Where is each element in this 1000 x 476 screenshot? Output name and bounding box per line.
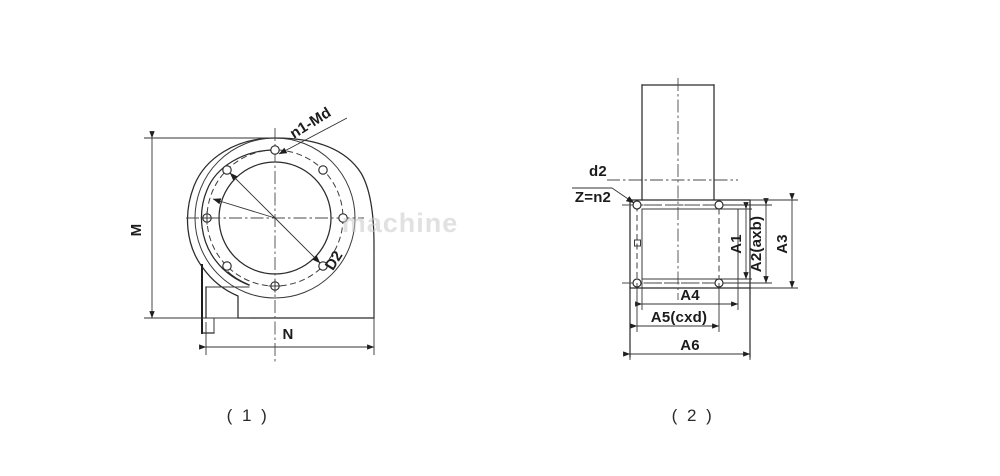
bolt-hole (318, 261, 328, 271)
label-z-n2: Z=n2 (575, 189, 611, 206)
bolt-hole (222, 261, 232, 271)
label-a3: A3 (774, 234, 791, 254)
label-m-height: M (128, 224, 145, 237)
bolt-hole (632, 200, 642, 210)
label-a4: A4 (680, 287, 700, 304)
watermark-text: machine (342, 208, 459, 238)
bolt-hole (270, 145, 280, 155)
flange-outer-rect (629, 199, 751, 289)
label-a1: A1 (728, 234, 745, 254)
side-hole-marker (634, 239, 641, 247)
figure-2-caption: ( 2 ) (672, 406, 715, 425)
scroll-casing-outline (186, 137, 375, 319)
a1-dimension-group (714, 202, 752, 280)
bolt-hole (222, 165, 232, 175)
flange-inner-rect (641, 208, 739, 280)
a5-dimension-group (630, 283, 720, 332)
hole-spec-leader (572, 187, 635, 204)
bolt-spec-leader (278, 117, 348, 155)
radial-dimension-arrows (212, 172, 321, 264)
label-d2-hole: d2 (589, 163, 607, 180)
label-n-width: N (282, 326, 293, 343)
label-a6: A6 (680, 337, 700, 354)
figure-2-group: d2 Z=n2 A1 A2(axb) A3 A4 A5(cxd) A6 ( 2 … (572, 78, 798, 425)
flange-bolt-holes (632, 200, 724, 288)
bolt-hole-center-marks (200, 211, 282, 293)
bolt-hole-pattern (202, 145, 348, 291)
bolt-hole (338, 213, 348, 223)
bolt-hole (714, 200, 724, 210)
figure-1-group: n1-Md D2 M N ( 1 ) (128, 104, 375, 425)
a2-dimension-group (723, 198, 772, 284)
width-dimension-group (199, 250, 375, 355)
a6-dimension-group (623, 288, 751, 360)
figure-1-caption: ( 1 ) (227, 406, 270, 425)
bolt-hole (318, 165, 328, 175)
a3-dimension-group (750, 193, 798, 289)
label-a5-cxd: A5(cxd) (651, 309, 707, 326)
a4-dimension-group (635, 279, 739, 310)
scroll-cutoff (205, 271, 250, 319)
outlet-duct (201, 264, 215, 334)
label-a2-axb: A2(axb) (748, 216, 765, 272)
height-dimension-group (144, 131, 285, 319)
